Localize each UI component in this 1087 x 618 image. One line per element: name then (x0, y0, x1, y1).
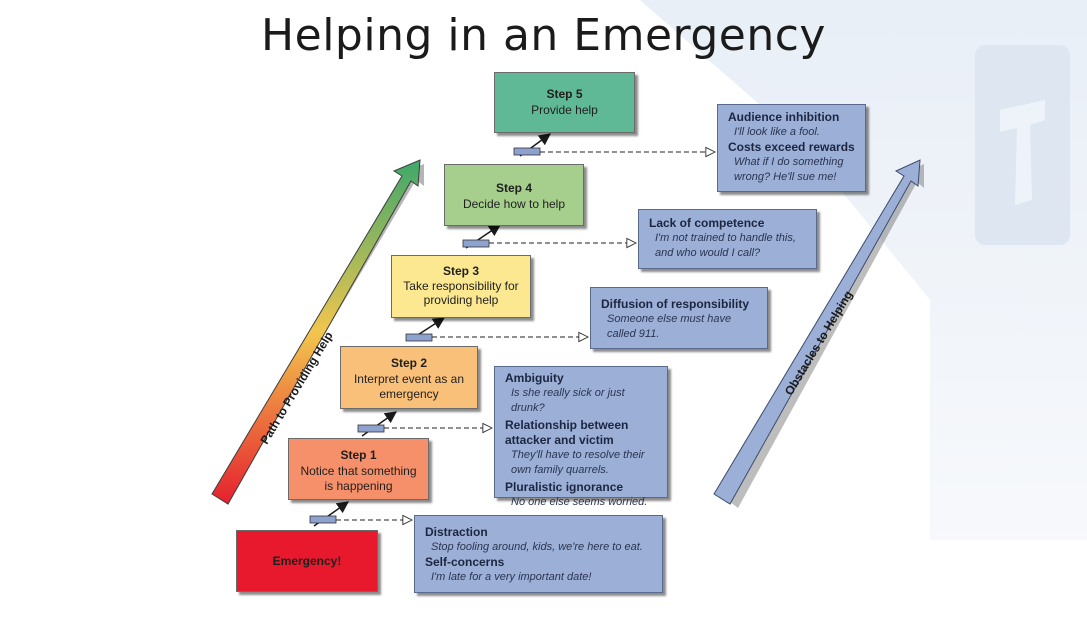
path-arrow (211, 159, 424, 505)
obstacle-box-5: Audience inhibition I'll look like a foo… (717, 104, 866, 192)
obstacle-heading: Self-concerns (425, 555, 505, 569)
obstacle-heading: Ambiguity (505, 371, 564, 385)
obstacle-quote: Someone else must have called 911. (607, 313, 732, 340)
obstacle-quote: I'm not trained to handle this, and who … (655, 232, 796, 259)
obstacle-box-2: Ambiguity Is she really sick or just dru… (494, 366, 668, 508)
obstacle-box-1: Distraction Stop fooling around, kids, w… (414, 515, 663, 593)
step-2-box: Step 2 Interpret event as an emergency (340, 346, 478, 409)
obstacle-quote: No one else seems worried. (511, 496, 648, 508)
obstacle-heading: Costs exceed rewards (728, 140, 855, 154)
obstacle-box-3: Diffusion of responsibility Someone else… (590, 287, 768, 349)
step-3-title: Step 3 (442, 264, 479, 278)
obstacles-arrow (713, 159, 924, 508)
obstacle-quote: What if I do something wrong? He'll sue … (734, 156, 844, 183)
step-4-box: Step 4 Decide how to help (444, 164, 584, 226)
obstacle-quote: I'm late for a very important date! (431, 571, 592, 583)
step-2-title: Step 2 (390, 356, 427, 370)
obstacle-heading: Pluralistic ignorance (505, 480, 624, 494)
emergency-box: Emergency! (236, 530, 378, 592)
step-3-text: Take responsibility for providing help (403, 279, 519, 307)
emergency-label: Emergency! (272, 554, 342, 568)
step-5-text: Provide help (531, 103, 598, 117)
slide-title: Helping in an Emergency (261, 10, 826, 61)
obstacle-quote: I'll look like a fool. (734, 126, 820, 138)
obstacle-heading: Audience inhibition (728, 110, 840, 124)
step-3-box: Step 3 Take responsibility for providing… (391, 255, 531, 318)
obstacle-heading: Relationship between attacker and victim (505, 418, 629, 447)
path-label: Path to Providing Help (257, 329, 335, 447)
step-4-title: Step 4 (495, 181, 532, 195)
step-2-text: Interpret event as an emergency (353, 372, 465, 401)
obstacle-heading: Diffusion of responsibility (601, 297, 750, 311)
step-5-title: Step 5 (546, 87, 583, 101)
step-4-text: Decide how to help (462, 197, 566, 211)
obstacle-heading: Distraction (425, 525, 488, 539)
obstacle-heading: Lack of competence (649, 216, 765, 230)
obstacle-quote: They'll have to resolve their own family… (511, 449, 645, 476)
obstacle-quote: Stop fooling around, kids, we're here to… (431, 541, 643, 553)
connector-tab (405, 333, 433, 342)
step-1-title: Step 1 (340, 448, 377, 462)
obstacle-box-4: Lack of competence I'm not trained to ha… (638, 209, 817, 269)
connector-tab (357, 424, 385, 433)
step-1-box: Step 1 Notice that something is happenin… (288, 438, 429, 500)
obstacles-label: Obstacles to Helping (782, 288, 855, 398)
step-1-text: Notice that something is happening (300, 464, 417, 493)
obstacle-quote: Is she really sick or just drunk? (511, 387, 625, 414)
step-5-box: Step 5 Provide help (494, 72, 635, 133)
connector-tab (513, 147, 541, 156)
connector-tab (462, 239, 490, 248)
connector-tab (309, 515, 337, 524)
